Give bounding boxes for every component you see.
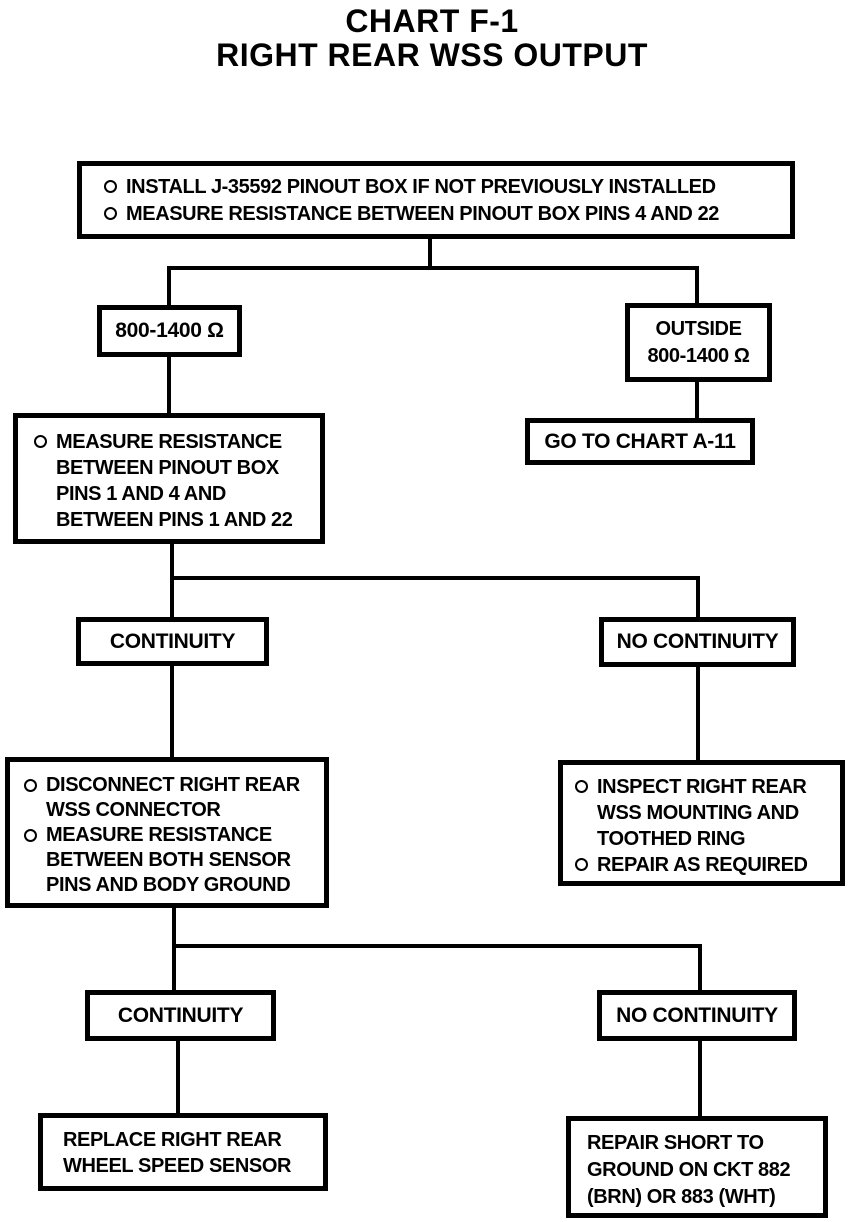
instruction-text: MEASURE RESISTANCE xyxy=(46,824,272,846)
node-measure-pins: MEASURE RESISTANCE BETWEEN PINOUT BOX PI… xyxy=(13,413,325,544)
instruction-text: MEASURE RESISTANCE xyxy=(56,431,282,453)
action-text: GROUND ON CKT 882 xyxy=(587,1159,791,1181)
node-label: 800-1400 Ω xyxy=(115,319,224,342)
instruction-item: INSPECT RIGHT REAR WSS MOUNTING AND TOOT… xyxy=(575,774,838,852)
instruction-item: INSTALL J-35592 PINOUT BOX IF NOT PREVIO… xyxy=(104,174,784,201)
instruction-item: REPAIR AS REQUIRED xyxy=(575,852,838,878)
node-replace-sensor: REPLACE RIGHT REAR WHEEL SPEED SENSOR xyxy=(38,1113,328,1191)
connector-split-1-horizontal xyxy=(167,266,699,270)
action-text: REPLACE RIGHT REAR xyxy=(63,1129,282,1151)
node-label: CONTINUITY xyxy=(117,1003,244,1027)
instruction-text: MEASURE RESISTANCE BETWEEN PINOUT BOX PI… xyxy=(126,203,720,225)
node-label: CONTINUITY xyxy=(109,629,236,653)
instruction-text: WSS MOUNTING AND xyxy=(597,802,799,824)
node-goto-chart-a11: GO TO CHART A-11 xyxy=(525,418,755,465)
bullet-icon xyxy=(104,180,117,193)
bullet-icon xyxy=(575,780,588,793)
node-no-continuity-2: NO CONTINUITY xyxy=(597,990,797,1041)
connector-split-3-right-drop xyxy=(698,944,702,990)
connector-split-2-right-drop xyxy=(696,576,700,617)
node-outside-range: OUTSIDE 800-1400 Ω xyxy=(625,303,772,382)
instruction-text: DISCONNECT RIGHT REAR xyxy=(46,774,300,796)
bullet-icon xyxy=(575,858,588,871)
connector-continuity2-to-replace xyxy=(176,1041,180,1113)
connector-nocontinuity1-to-inspect xyxy=(696,667,700,760)
connector-split-3-left-drop xyxy=(172,944,176,990)
instruction-item: MEASURE RESISTANCE BETWEEN PINOUT BOX PI… xyxy=(34,429,316,533)
instruction-text: PINS AND BODY GROUND xyxy=(46,874,291,896)
connector-start-stem xyxy=(428,238,432,270)
instruction-text: BETWEEN BOTH SENSOR xyxy=(46,849,291,871)
connector-split-2-left-drop xyxy=(170,576,174,617)
bullet-icon xyxy=(24,779,37,792)
connector-disconnect-stem xyxy=(172,908,176,948)
instruction-text: INSTALL J-35592 PINOUT BOX IF NOT PREVIO… xyxy=(126,176,716,198)
action-text: WHEEL SPEED SENSOR xyxy=(63,1155,292,1177)
instruction-item: MEASURE RESISTANCE BETWEEN PINOUT BOX PI… xyxy=(104,201,784,228)
connector-continuity1-to-disconnect xyxy=(170,666,174,757)
node-disconnect-measure: DISCONNECT RIGHT REAR WSS CONNECTOR MEAS… xyxy=(5,757,329,908)
node-no-continuity-1: NO CONTINUITY xyxy=(599,617,796,667)
instruction-item: MEASURE RESISTANCE BETWEEN BOTH SENSOR P… xyxy=(24,823,320,898)
node-repair-short: REPAIR SHORT TO GROUND ON CKT 882 (BRN) … xyxy=(566,1116,828,1218)
action-text: (BRN) OR 883 (WHT) xyxy=(587,1186,776,1208)
node-label: GO TO CHART A-11 xyxy=(544,429,736,453)
node-continuity-1: CONTINUITY xyxy=(76,617,269,666)
instruction-item: DISCONNECT RIGHT REAR WSS CONNECTOR xyxy=(24,773,320,823)
page-title-line-2: RIGHT REAR WSS OUTPUT xyxy=(216,37,648,73)
node-label: NO CONTINUITY xyxy=(616,630,779,653)
bullet-icon xyxy=(24,829,37,842)
node-in-range: 800-1400 Ω xyxy=(97,305,242,357)
node-continuity-2: CONTINUITY xyxy=(85,990,276,1041)
instruction-text: TOOTHED RING xyxy=(597,828,746,850)
action-text: REPAIR SHORT TO xyxy=(587,1132,764,1154)
connector-nocontinuity2-to-repair xyxy=(698,1041,702,1116)
instruction-text: PINS 1 AND 4 AND xyxy=(56,483,226,505)
connector-split-1-left-drop xyxy=(167,266,171,306)
connector-split-2-horizontal xyxy=(170,576,700,580)
page-title-line-1: CHART F-1 xyxy=(345,3,519,39)
connector-split-3-horizontal xyxy=(172,944,702,948)
connector-split-1-right-drop xyxy=(695,266,699,306)
instruction-text: WSS CONNECTOR xyxy=(46,799,221,821)
node-label-line: 800-1400 Ω xyxy=(647,344,750,367)
bullet-icon xyxy=(34,435,47,448)
node-label: NO CONTINUITY xyxy=(616,1003,778,1027)
instruction-text: REPAIR AS REQUIRED xyxy=(597,854,808,876)
connector-measure-stem xyxy=(170,544,174,580)
connector-outside-to-goto xyxy=(695,382,699,418)
node-label-line: OUTSIDE xyxy=(655,317,742,340)
node-inspect-repair: INSPECT RIGHT REAR WSS MOUNTING AND TOOT… xyxy=(558,760,845,886)
instruction-text: BETWEEN PINOUT BOX xyxy=(56,457,279,479)
connector-inrange-to-measure xyxy=(167,357,171,413)
node-start-instructions: INSTALL J-35592 PINOUT BOX IF NOT PREVIO… xyxy=(77,161,795,239)
bullet-icon xyxy=(104,207,117,220)
instruction-text: BETWEEN PINS 1 AND 22 xyxy=(56,509,293,531)
instruction-text: INSPECT RIGHT REAR xyxy=(597,776,807,798)
